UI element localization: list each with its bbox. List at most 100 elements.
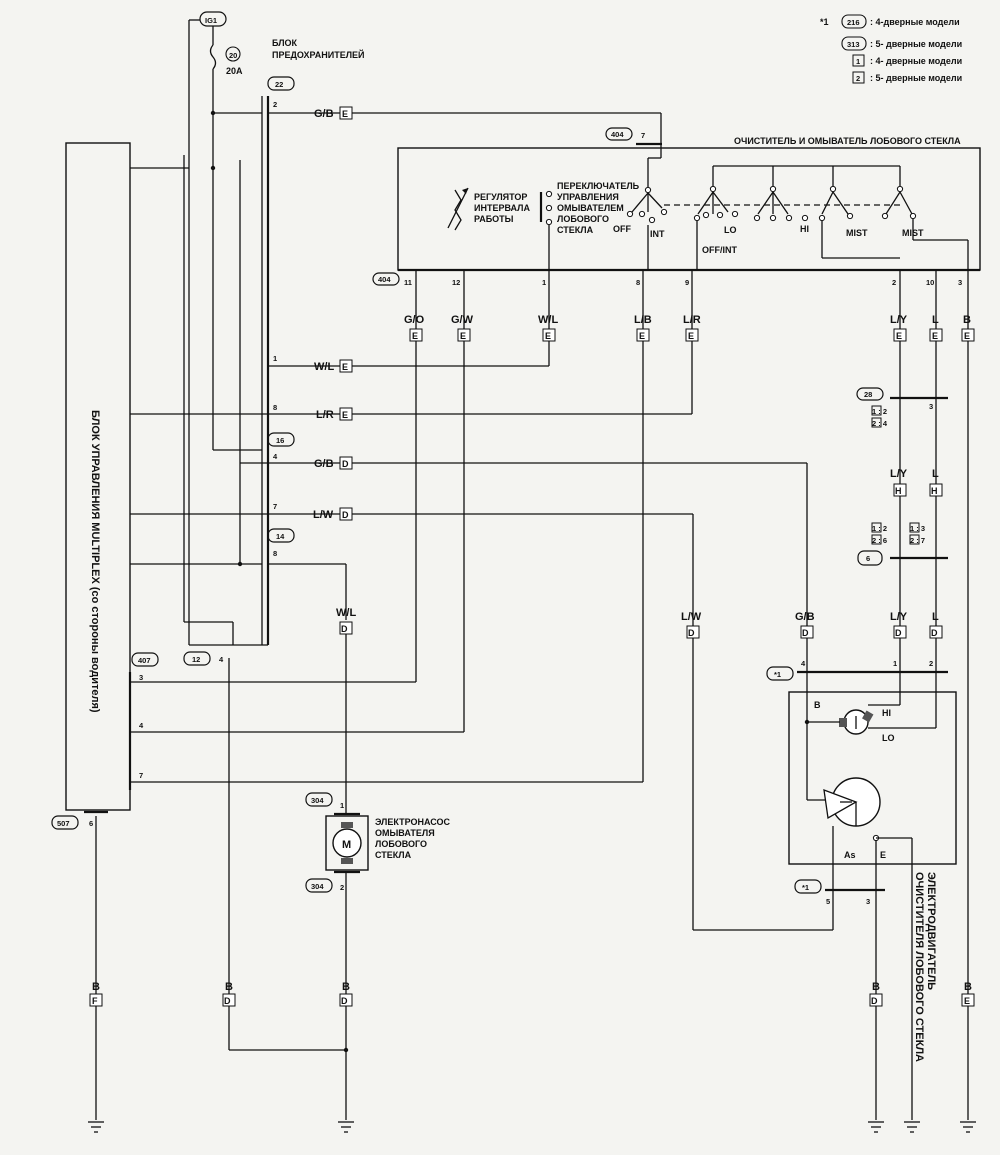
code-e-5: E [460, 331, 466, 341]
wiper-switch-unit: ОЧИСТИТЕЛЬ И ОМЫВАТЕЛЬ ЛОБОВОГО СТЕКЛА 4… [372, 127, 981, 287]
conn-507: 507 [57, 819, 70, 828]
code-d-8: D [224, 996, 231, 1006]
switch-l1: ПЕРЕКЛЮЧАТЕЛЬ [557, 181, 640, 191]
wire-go: G/O [404, 314, 425, 326]
regulator-l2: ИНТЕРВАЛА [474, 203, 530, 213]
pos-off: OFF [613, 224, 631, 234]
wire-l-2: L [932, 468, 939, 480]
c28-note-b: 2 : 4 [872, 419, 888, 428]
conn-12: 12 [192, 655, 200, 664]
pin-s5: 5 [826, 897, 830, 906]
code-e-4: E [412, 331, 418, 341]
pin-2: 2 [892, 278, 896, 287]
switch-l5: СТЕКЛА [557, 225, 594, 235]
pin-m4: 4 [139, 721, 144, 730]
ground-wires: B F B D B D B D B E [88, 658, 976, 1133]
switch-l3: ОМЫВАТЕЛЕМ [557, 203, 624, 213]
pos-int: INT [650, 229, 665, 239]
wire-lb: L/B [634, 314, 652, 326]
pin-top7: 7 [641, 131, 645, 140]
pin-8: 8 [636, 278, 640, 287]
pin-fb1: 1 [273, 354, 277, 363]
ground-icon [88, 1121, 104, 1133]
wire-b-f: B [92, 981, 100, 993]
multiplex-label: БЛОК УПРАВЛЕНИЯ MULTIPLEX (со стороны во… [89, 410, 101, 713]
wire-b-d2: B [872, 981, 880, 993]
pin-1: 1 [542, 278, 546, 287]
legend: *1 216 : 4-дверные модели 313 : 5- дверн… [820, 14, 962, 84]
legend-code-2: 313 [847, 40, 860, 49]
code-d-7: D [341, 624, 348, 634]
fuse-block-title-2: ПРЕДОХРАНИТЕЛЕЙ [272, 49, 365, 60]
conn-304-top: 304 [311, 796, 324, 805]
pump-l2: ОМЫВАТЕЛЯ [375, 828, 435, 838]
code-d-3: D [895, 628, 902, 638]
wire-ly-2: L/Y [890, 468, 908, 480]
motor-label-2: ОЧИСТИТЕЛЯ ЛОБОВОГО СТЕКЛА [913, 872, 925, 1062]
wire-b-e: B [964, 981, 972, 993]
motor-term-lo: LO [882, 733, 895, 743]
code-e-11: E [964, 331, 970, 341]
motor-term-e: E [880, 850, 886, 860]
pin-m6: 6 [89, 819, 93, 828]
ig-label: IG1 [205, 16, 217, 25]
legend-text-4: : 5- дверные модели [870, 73, 962, 83]
wire-lw-mid: L/W [313, 509, 334, 521]
motor-term-hi: HI [882, 708, 891, 718]
code-d-6: D [688, 628, 695, 638]
pos-mist-1: MIST [846, 228, 868, 238]
pos-lo: LO [724, 225, 737, 235]
code-e-9: E [896, 331, 902, 341]
conn-6: 6 [866, 554, 870, 563]
variable-resistor-icon [454, 189, 462, 231]
wiper-motor: *1 4 1 2 B HI LO As E *1 5 3 [766, 659, 957, 1120]
pump-l4: СТЕКЛА [375, 850, 412, 860]
code-h-1: H [895, 486, 902, 496]
c6-note-b: 2 : 6 [872, 536, 887, 545]
code-d-5: D [802, 628, 809, 638]
code-e-2: E [342, 362, 348, 372]
pump-l1: ЭЛЕКТРОНАСОС [375, 817, 451, 827]
conn-404-bottom: 404 [378, 275, 391, 284]
pin-9: 9 [685, 278, 689, 287]
ground-icon [868, 1121, 884, 1133]
code-h-2: H [931, 486, 938, 496]
legend-text-1: : 4-дверные модели [870, 17, 960, 27]
legend-code-1: 216 [847, 18, 860, 27]
conn-14: 14 [276, 532, 285, 541]
pin-m3: 3 [139, 673, 143, 682]
wire-gb-low: G/B [795, 611, 815, 623]
wire-b-d1: B [225, 981, 233, 993]
wire-gb-top: G/B [314, 108, 334, 120]
pin-c28: 3 [929, 402, 933, 411]
wire-gw: G/W [451, 314, 474, 326]
code-e-10: E [932, 331, 938, 341]
wire-ly-1: L/Y [890, 314, 908, 326]
pos-off-int: OFF/INT [702, 245, 737, 255]
pin-11: 11 [404, 278, 412, 287]
c6-note-c: 1 : 3 [910, 524, 925, 533]
ground-icon [904, 1121, 920, 1133]
switch-wires [415, 270, 969, 1120]
multiplex-unit: БЛОК УПРАВЛЕНИЯ MULTIPLEX (со стороны во… [51, 142, 159, 830]
pin-s1: 1 [893, 659, 897, 668]
code-d-9: D [341, 996, 348, 1006]
pin-12: 12 [452, 278, 460, 287]
pin-fb7: 7 [273, 502, 277, 511]
conn-22: 22 [275, 80, 283, 89]
wire-wl-pump: W/L [336, 607, 356, 619]
pin-fb8b: 8 [273, 549, 277, 558]
switch-l2: УПРАВЛЕНИЯ [557, 192, 619, 202]
motor-term-as: As [844, 850, 856, 860]
pin-s2: 2 [929, 659, 933, 668]
code-d-10: D [871, 996, 878, 1006]
code-e-8: E [688, 331, 694, 341]
switch-l4: ЛОБОВОГО [557, 214, 609, 224]
junction-dots [210, 110, 810, 1053]
pin-s3: 3 [866, 897, 870, 906]
wire-lr-top: L/R [683, 314, 701, 326]
pin-fb4: 4 [273, 452, 278, 461]
ground-icon [338, 1121, 354, 1133]
code-d-1: D [342, 459, 349, 469]
